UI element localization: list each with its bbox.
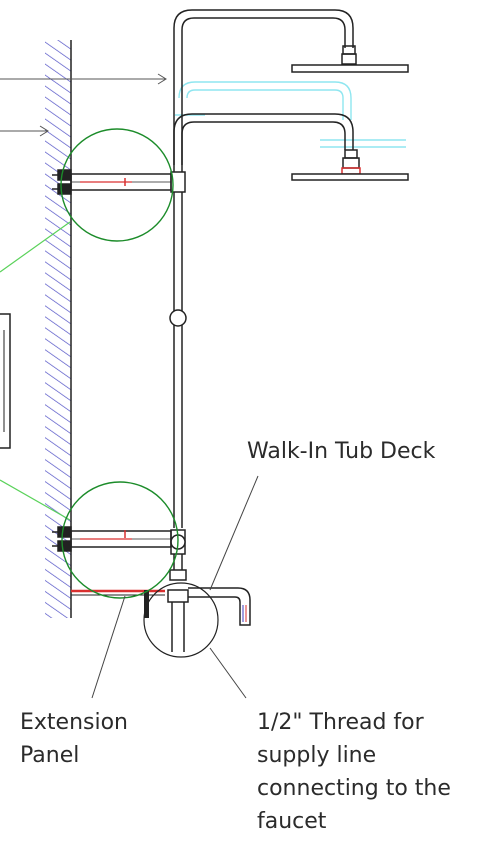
walk-in-tub-deck-label: Walk-In Tub Deck bbox=[247, 439, 436, 464]
left-edge-fixture bbox=[0, 313, 11, 449]
callout-circles bbox=[60, 128, 219, 658]
extension-label-line-1: Extension bbox=[20, 710, 129, 735]
riser-pipe bbox=[167, 171, 189, 652]
wall bbox=[45, 40, 72, 618]
extension-panel-label: Extension Panel bbox=[20, 706, 190, 772]
pointer-arrows bbox=[0, 73, 167, 137]
thread-label-line-3: connecting to the bbox=[257, 776, 451, 801]
tub-deck bbox=[188, 587, 251, 626]
lower-wall-bracket bbox=[52, 526, 172, 552]
ghost-shower-position bbox=[175, 81, 406, 148]
upper-wall-bracket bbox=[52, 169, 172, 195]
thread-label-line-4: faucet bbox=[257, 809, 327, 834]
thread-label-line-1: 1/2" Thread for bbox=[257, 710, 424, 735]
extension-label-line-2: Panel bbox=[20, 743, 80, 768]
label-leader-lines bbox=[91, 475, 259, 699]
green-leader-lines bbox=[0, 221, 71, 521]
upper-shower-arm bbox=[173, 9, 409, 165]
thread-label: 1/2" Thread for supply line connecting t… bbox=[257, 706, 503, 838]
thread-label-line-2: supply line bbox=[257, 743, 377, 768]
extension-panel bbox=[71, 589, 165, 618]
lower-shower-arm bbox=[173, 113, 409, 181]
